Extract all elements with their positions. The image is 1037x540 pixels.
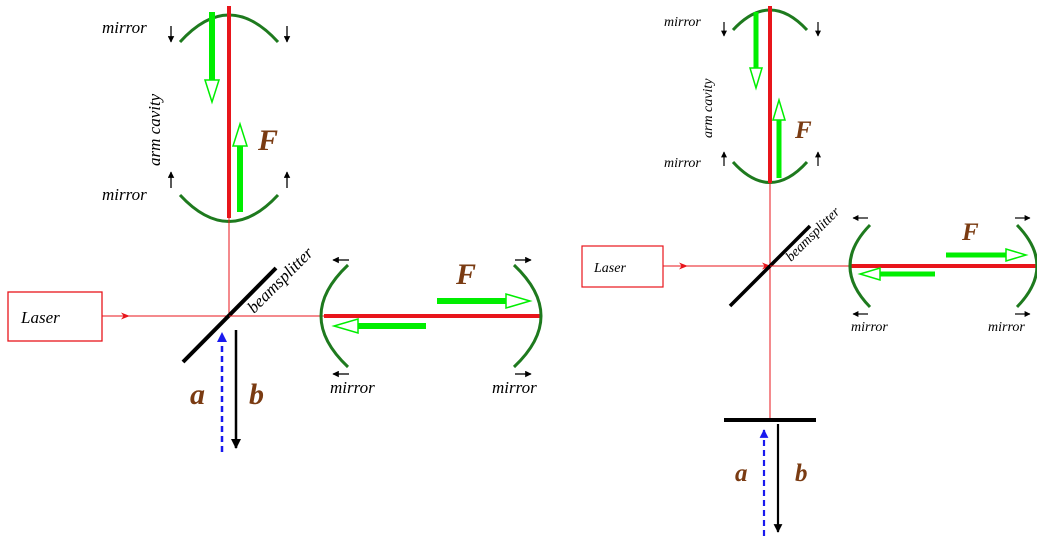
field-right-arrowhead (505, 293, 533, 309)
left-interferometer: F mirror mirror arm cavity Laser beamspl… (7, 6, 543, 452)
port-b-label: b (249, 378, 264, 411)
force-label-vertical-right: F (794, 117, 812, 144)
force-label-vertical: F (257, 124, 278, 157)
arm-cavity-label: arm cavity (145, 93, 164, 166)
arm-cavity-label-right: arm cavity (701, 78, 716, 138)
mirror-label-top-right: mirror (664, 15, 701, 30)
mirror-label-near: mirror (330, 378, 375, 397)
laser-label-right: Laser (593, 261, 626, 276)
beamsplitter-label-right: beamsplitter (783, 204, 843, 264)
right-interferometer: F mirror mirror arm cavity Laser beamspl… (581, 6, 1037, 536)
field-left-arrowhead (331, 318, 359, 334)
far-mirror-horizontal (512, 263, 543, 369)
mirror-label-far: mirror (492, 378, 537, 397)
mirror-label-bottom-right: mirror (664, 156, 701, 171)
mirror-label-bottom: mirror (102, 185, 147, 204)
beamsplitter (181, 266, 278, 364)
laser-box-right (581, 245, 664, 288)
near-mirror-horizontal (319, 263, 350, 369)
force-label-horizontal: F (455, 258, 476, 291)
port-b-label-right: b (795, 460, 808, 487)
port-a-label-right: a (735, 460, 748, 487)
mirror-label-near-right: mirror (851, 320, 888, 335)
port-a-label: a (190, 378, 205, 411)
mirror-label-far-right: mirror (988, 320, 1025, 335)
laser-label: Laser (20, 308, 60, 327)
force-label-horizontal-right: F (961, 219, 979, 246)
field-down-arrowhead (203, 79, 221, 105)
beamsplitter-label: beamsplitter (243, 243, 317, 317)
field-up-arrowhead (231, 121, 249, 147)
near-mirror-horizontal-right (848, 223, 872, 309)
mirror-label-top: mirror (102, 18, 147, 37)
